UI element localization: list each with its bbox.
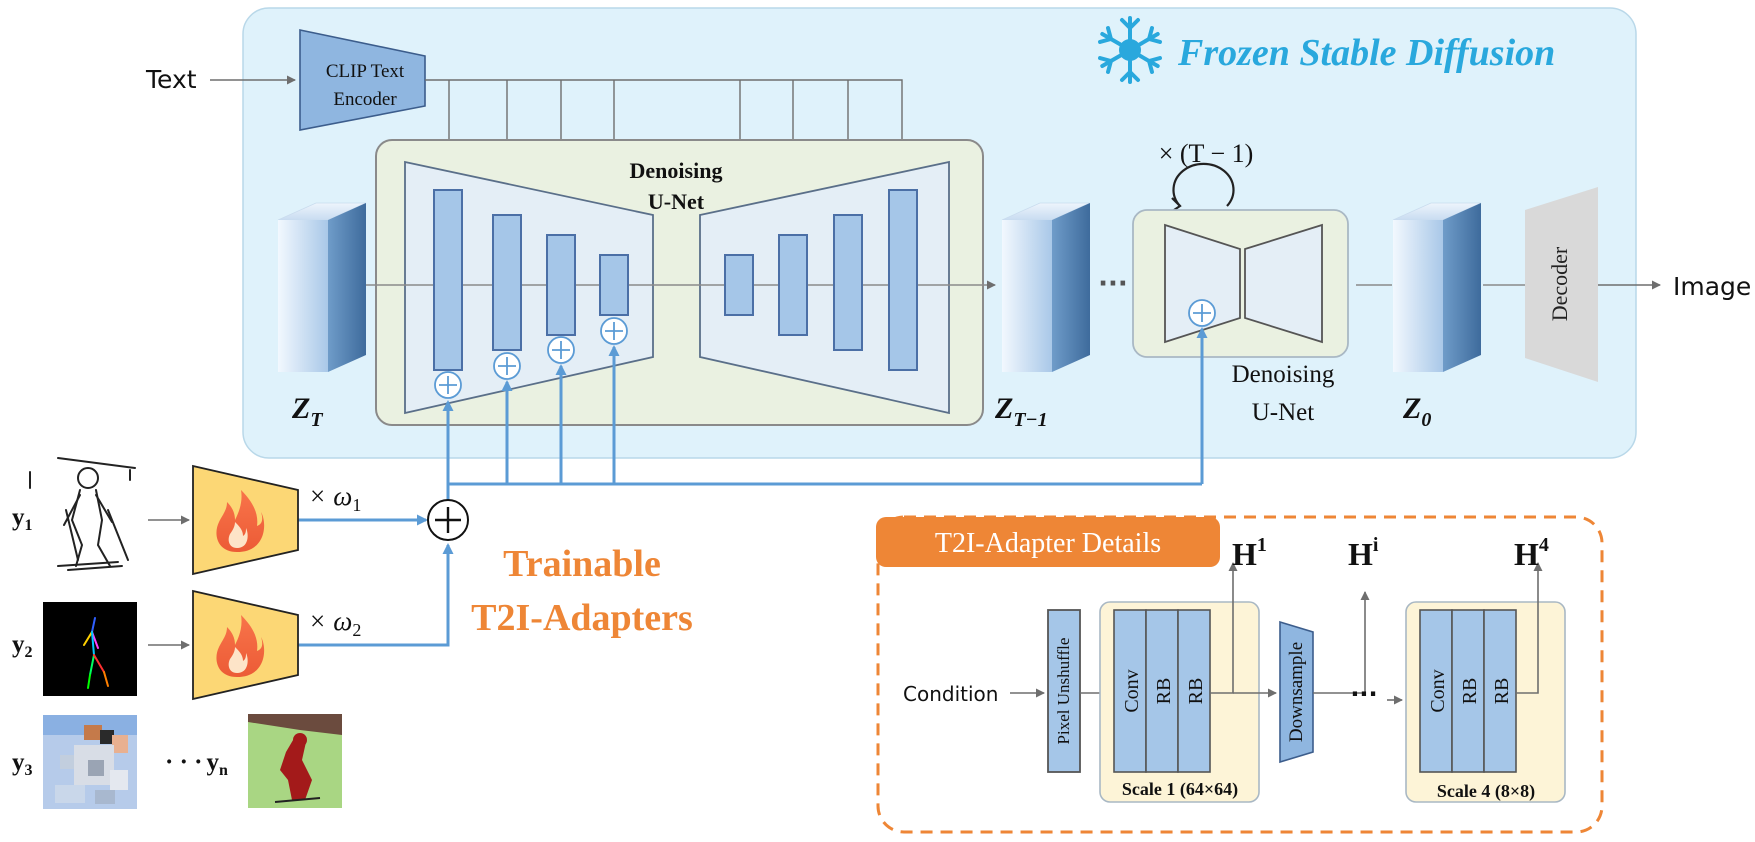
latent-zt-cube bbox=[277, 202, 367, 372]
latent-z0-label: Z0 bbox=[1402, 392, 1431, 431]
unet-small-label-line1: Denoising bbox=[1232, 361, 1335, 388]
scale4-blocks bbox=[1419, 609, 1517, 773]
color-condition-image bbox=[43, 715, 137, 809]
downsample-label: Downsample bbox=[1286, 642, 1307, 742]
sketch-condition-image bbox=[29, 457, 136, 571]
snowflake-icon bbox=[1096, 16, 1164, 84]
unet-encoder-blocks bbox=[433, 189, 629, 371]
unet-decoder-trapezoid bbox=[699, 160, 950, 415]
adapter-block-1 bbox=[192, 464, 299, 576]
pose-condition-image bbox=[43, 602, 137, 696]
adapter-block-2 bbox=[192, 589, 299, 701]
h4-label: H4 bbox=[1514, 534, 1549, 572]
scale4-label: Scale 4 (8×8) bbox=[1437, 781, 1535, 802]
decoder-label: Decoder bbox=[1547, 246, 1572, 321]
cond-yn-label: · · ·yn bbox=[165, 749, 228, 779]
trainable-label-line2: T2I-Adapters bbox=[471, 597, 693, 639]
latent-z0-cube bbox=[1392, 202, 1482, 372]
pixel-unshuffle-label: Pixel Unshuffle bbox=[1054, 638, 1073, 745]
segmentation-condition-image bbox=[248, 714, 342, 808]
image-output-label: Image bbox=[1673, 272, 1751, 301]
scale1-rb2-label: RB bbox=[1185, 678, 1207, 705]
clip-label-line1: CLIP Text bbox=[326, 61, 405, 82]
unet-encoder-trapezoid bbox=[404, 160, 654, 415]
sum-circle-icon bbox=[427, 499, 469, 541]
scale1-rb1-label: RB bbox=[1153, 678, 1175, 705]
frozen-sd-title: Frozen Stable Diffusion bbox=[1177, 32, 1555, 74]
decoder-block bbox=[1525, 187, 1598, 382]
latent-zt-minus-1-cube bbox=[1001, 202, 1091, 372]
scale1-conv-label: Conv bbox=[1121, 669, 1143, 712]
unet-label-line2: U-Net bbox=[648, 189, 705, 214]
details-title: T2I-Adapter Details bbox=[935, 528, 1161, 559]
latent-zt-label: ZT bbox=[291, 392, 323, 431]
details-ellipsis: ··· bbox=[1350, 680, 1377, 708]
unet-label-line1: Denoising bbox=[630, 158, 723, 183]
scale1-blocks bbox=[1113, 609, 1211, 773]
plus-circle-icon bbox=[1188, 299, 1216, 327]
fire-icon bbox=[216, 615, 265, 677]
fire-icon bbox=[216, 490, 265, 552]
clip-label-line2: Encoder bbox=[333, 89, 397, 110]
unet-small-encoder bbox=[1164, 223, 1241, 344]
steps-ellipsis: ··· bbox=[1098, 269, 1128, 299]
cond-y3-label: y3 bbox=[12, 749, 33, 779]
scale4-conv-label: Conv bbox=[1427, 669, 1449, 712]
scale1-label: Scale 1 (64×64) bbox=[1122, 779, 1238, 800]
hi-label: Hi bbox=[1348, 534, 1379, 572]
trainable-label-line1: Trainable bbox=[503, 543, 661, 585]
plus-circle-icon bbox=[434, 317, 628, 399]
adapter2-output-line bbox=[298, 543, 454, 647]
adapter-feature-lines bbox=[442, 327, 1208, 510]
scale4-rb2-label: RB bbox=[1491, 678, 1513, 705]
weight-w2-label: ×ω2 bbox=[310, 606, 361, 640]
latent-zt-minus-1-label: ZT−1 bbox=[994, 392, 1048, 431]
clip-text-encoder: CLIP Text Encoder bbox=[299, 29, 426, 131]
pixel-unshuffle-block bbox=[1047, 609, 1081, 773]
unet-small-decoder bbox=[1244, 223, 1323, 344]
unet-decoder-blocks bbox=[724, 189, 918, 371]
weight-w1-label: ×ω1 bbox=[310, 481, 361, 515]
cond-y1-label: y1 bbox=[12, 504, 33, 534]
scale4-to-h4-arrow bbox=[1516, 562, 1543, 694]
h1-label: H1 bbox=[1232, 534, 1267, 572]
text-input-label: Text bbox=[145, 65, 197, 94]
scale4-rb1-label: RB bbox=[1459, 678, 1481, 705]
condition-label: Condition bbox=[903, 682, 998, 706]
unet-small-label-line2: U-Net bbox=[1252, 399, 1315, 426]
downsample-block bbox=[1279, 620, 1314, 764]
details-title-tab bbox=[876, 517, 1220, 567]
cond-y2-label: y2 bbox=[12, 631, 33, 661]
